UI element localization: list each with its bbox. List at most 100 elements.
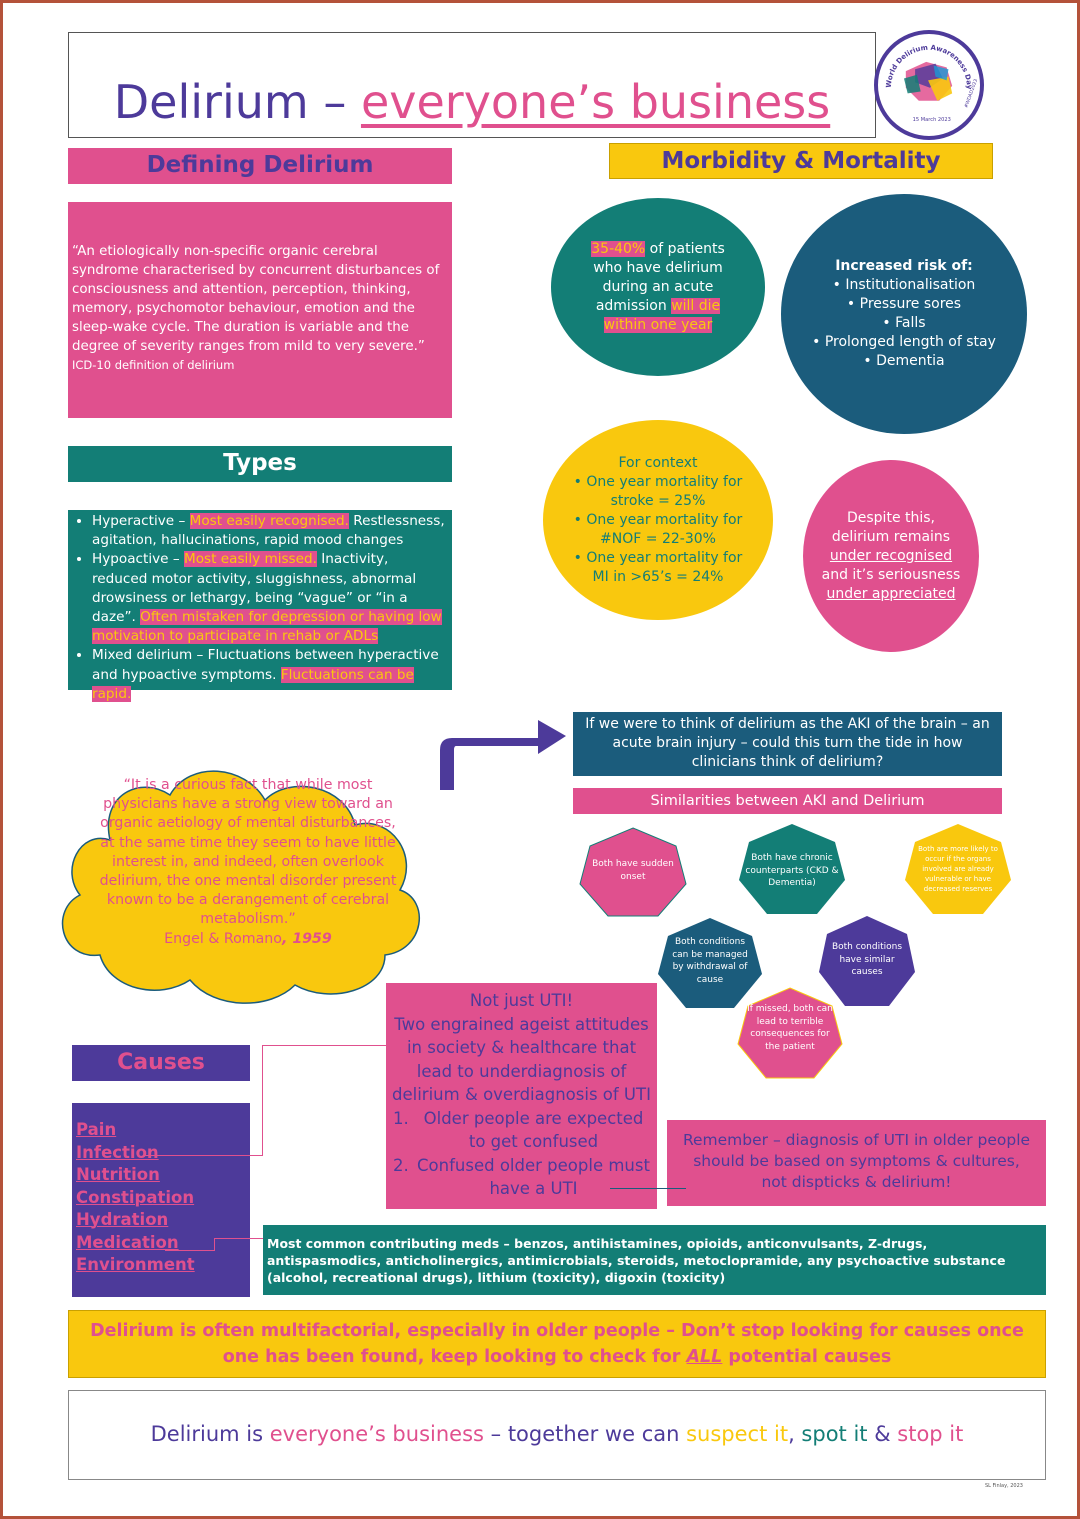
connector-line	[165, 1250, 215, 1251]
despite-text-a: Despite this, delirium remains	[831, 509, 951, 545]
types-header: Types	[68, 446, 452, 482]
title-part-1: Delirium –	[113, 75, 361, 129]
multi-text-b: potential causes	[722, 1347, 892, 1367]
definition-quote: “An etiologically non-specific organic c…	[72, 244, 440, 354]
shape-text-sudden: Both have sudden onset	[592, 859, 674, 882]
footer-e: ,	[788, 1422, 802, 1446]
hypo-label: Hypoactive –	[92, 551, 184, 568]
hypo-text: Inactivity, reduced motor activity, slug…	[92, 551, 417, 626]
meds-box: Most common contributing meds – benzos, …	[263, 1225, 1046, 1295]
shape-vulnerable	[905, 824, 1011, 914]
footer-g: &	[867, 1422, 898, 1446]
title-box	[68, 32, 876, 138]
context-title: For context	[618, 454, 698, 471]
connector-line	[145, 1155, 263, 1156]
definition-source: ICD-10 definition of delirium	[72, 358, 235, 372]
hypo-highlight: Most easily missed.	[183, 551, 317, 568]
type-mixed: Mixed delirium – Fluctuations between hy…	[92, 646, 448, 704]
uti-line-2: Two engrained ageist attitudes in societ…	[392, 1014, 651, 1105]
mortality-percent: 35-40%	[591, 240, 646, 257]
uti-item: Older people are expected to get confuse…	[414, 1107, 653, 1154]
cause-item: Constipation	[76, 1187, 195, 1207]
shape-text-consequences: If missed, both can lead to terrible con…	[747, 1004, 833, 1052]
cause-item: Pain	[76, 1120, 117, 1139]
footer-a: Delirium is	[150, 1422, 270, 1446]
shape-causes	[819, 916, 915, 1006]
multi-all: ALL	[686, 1347, 723, 1367]
despite-circle: Despite this, delirium remains under rec…	[803, 460, 979, 652]
uti-line-1: Not just UTI!	[469, 991, 574, 1010]
cause-item: Environment	[76, 1255, 195, 1274]
causes-list: Pain Infection Nutrition Constipation Hy…	[72, 1103, 250, 1297]
footer-d: suspect it	[686, 1422, 789, 1446]
connector-line	[610, 1188, 686, 1189]
shape-consequences	[737, 987, 843, 1079]
footer-c: – together we can	[483, 1422, 687, 1446]
types-box: Hyperactive – Most easily recognised. Re…	[68, 510, 452, 702]
footer-h: stop it	[897, 1422, 964, 1446]
wdad-logo-graphic: World Delirium Awareness Day 15 March 20…	[885, 44, 979, 124]
context-circle: For context One year mortality for strok…	[543, 420, 773, 620]
hyper-highlight: Most easily recognised.	[189, 513, 349, 529]
causes-header: Causes	[72, 1045, 250, 1081]
despite-underline-1: under recognised	[829, 547, 953, 564]
hypo-highlight-2: Often mistaken for depression or having …	[92, 609, 442, 645]
risk-item: Pressure sores	[812, 295, 996, 314]
bent-arrow-icon	[440, 720, 566, 790]
connector-line	[262, 1045, 263, 1156]
context-item: One year mortality for MI in >65’s = 24%	[567, 549, 749, 587]
risk-circle: Increased risk of: Institutionalisation …	[781, 194, 1027, 434]
defining-header: Defining Delirium	[68, 148, 452, 184]
risk-item: Institutionalisation	[812, 276, 996, 295]
shape-chronic	[739, 824, 845, 914]
hyper-text: Restlessness, agitation, hallucinations,…	[92, 513, 445, 549]
footer-f: spot it	[801, 1422, 868, 1446]
context-item: One year mortality for #NOF = 22-30%	[567, 511, 749, 549]
page-title: Delirium – everyone’s business	[68, 72, 876, 132]
cause-item: Hydration	[76, 1210, 169, 1229]
type-hypoactive: Hypoactive – Most easily missed. Inactiv…	[92, 550, 448, 646]
footer-b: everyone’s business	[269, 1422, 484, 1446]
risk-item: Falls	[812, 314, 996, 333]
definition-box: “An etiologically non-specific organic c…	[68, 202, 452, 418]
context-item: One year mortality for stroke = 25%	[567, 473, 749, 511]
risk-item: Prolonged length of stay	[812, 333, 996, 352]
shape-withdrawal	[658, 918, 762, 1008]
remember-box: Remember – diagnosis of UTI in older peo…	[667, 1120, 1046, 1206]
shape-text-withdrawal: Both conditions can be managed by withdr…	[672, 937, 748, 985]
despite-underline-2: under appreciated	[826, 585, 956, 602]
connector-line	[214, 1238, 215, 1251]
mortality-circle: 35-40% of patients who have delirium dur…	[551, 198, 765, 376]
shape-sudden-onset	[579, 827, 687, 917]
aki-question-box: If we were to think of delirium as the A…	[573, 712, 1002, 776]
cause-item: Nutrition	[76, 1165, 160, 1184]
similarities-header: Similarities between AKI and Delirium	[573, 788, 1002, 814]
cloud-quote-text: “It is a curious fact that while most ph…	[99, 777, 397, 928]
wdad-logo: World Delirium Awareness Day 15 March 20…	[874, 30, 984, 140]
mortality-text: of patients who have delirium during an …	[593, 240, 725, 314]
cause-item: Medication	[76, 1232, 179, 1252]
multifactorial-box: Delirium is often multifactorial, especi…	[68, 1310, 1046, 1378]
despite-text-b: and it’s seriousness	[821, 566, 961, 583]
multi-text-a: Delirium is often multifactorial, especi…	[90, 1321, 1024, 1367]
footer-slogan: Delirium is everyone’s business – togeth…	[68, 1420, 1046, 1448]
title-part-2: everyone’s business	[360, 75, 831, 129]
risk-title: Increased risk of:	[835, 258, 973, 274]
uti-box: Not just UTI! Two engrained ageist attit…	[386, 983, 657, 1209]
cloud-year: , 1959	[281, 930, 332, 947]
connector-line	[214, 1238, 263, 1239]
mixed-text: Mixed delirium – Fluctuations between hy…	[92, 647, 439, 683]
shape-text-causes: Both conditions have similar causes	[831, 942, 903, 977]
cloud-author: Engel & Romano	[164, 930, 282, 947]
cloud-quote: “It is a curious fact that while most ph…	[92, 776, 404, 949]
morbidity-header: Morbidity & Mortality	[609, 143, 993, 179]
risk-item: Dementia	[812, 352, 996, 371]
logo-date: 15 March 2023	[913, 117, 951, 123]
footer-box	[68, 1390, 1046, 1480]
hyper-label: Hyperactive –	[92, 513, 190, 529]
shape-text-chronic: Both have chronic counterparts (CKD & De…	[745, 853, 839, 888]
shape-text-vulnerable: Both are more likely to occur if the org…	[918, 845, 998, 893]
credit: SL Finlay, 2023	[985, 1483, 1023, 1489]
cause-item: Infection	[76, 1142, 159, 1162]
